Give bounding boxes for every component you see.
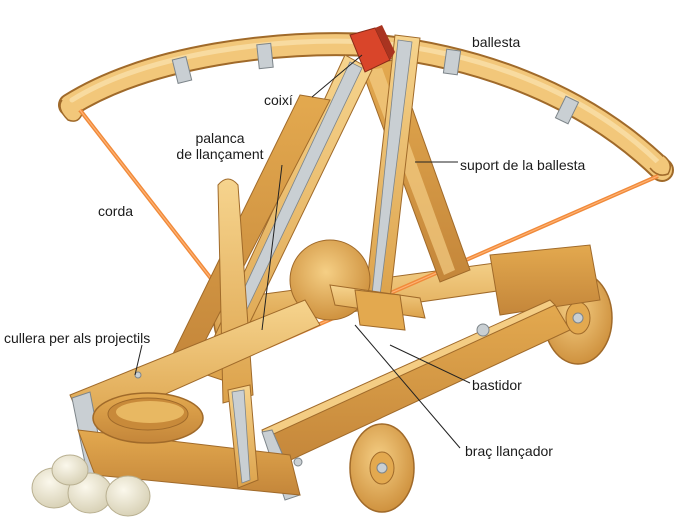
throwing-arm xyxy=(289,239,426,331)
pad xyxy=(349,25,395,73)
leader-coixi xyxy=(311,54,363,98)
stones xyxy=(31,454,151,517)
label-suport: suport de la ballesta xyxy=(460,157,586,173)
label-palanca: palanca de llançament xyxy=(150,130,290,162)
label-coixi: coixí xyxy=(264,92,293,108)
label-brac: braç llançador xyxy=(465,443,553,459)
label-cullera: cullera per als projectils xyxy=(4,330,151,346)
label-ballesta: ballesta xyxy=(472,34,521,50)
leader-bastidor xyxy=(389,344,471,384)
trigger-post xyxy=(227,384,259,489)
spoon xyxy=(92,392,204,444)
leader-palanca xyxy=(261,164,283,331)
label-bastidor: bastidor xyxy=(472,377,522,393)
label-palanca-line1: palanca xyxy=(195,130,245,146)
label-palanca-line2: de llançament xyxy=(176,146,264,162)
front-right-wheel xyxy=(349,423,415,513)
leader-lines xyxy=(134,54,471,449)
bow-support xyxy=(359,34,471,301)
label-corda: corda xyxy=(98,203,134,219)
leader-brac xyxy=(354,324,461,449)
leader-cullera xyxy=(134,344,143,376)
